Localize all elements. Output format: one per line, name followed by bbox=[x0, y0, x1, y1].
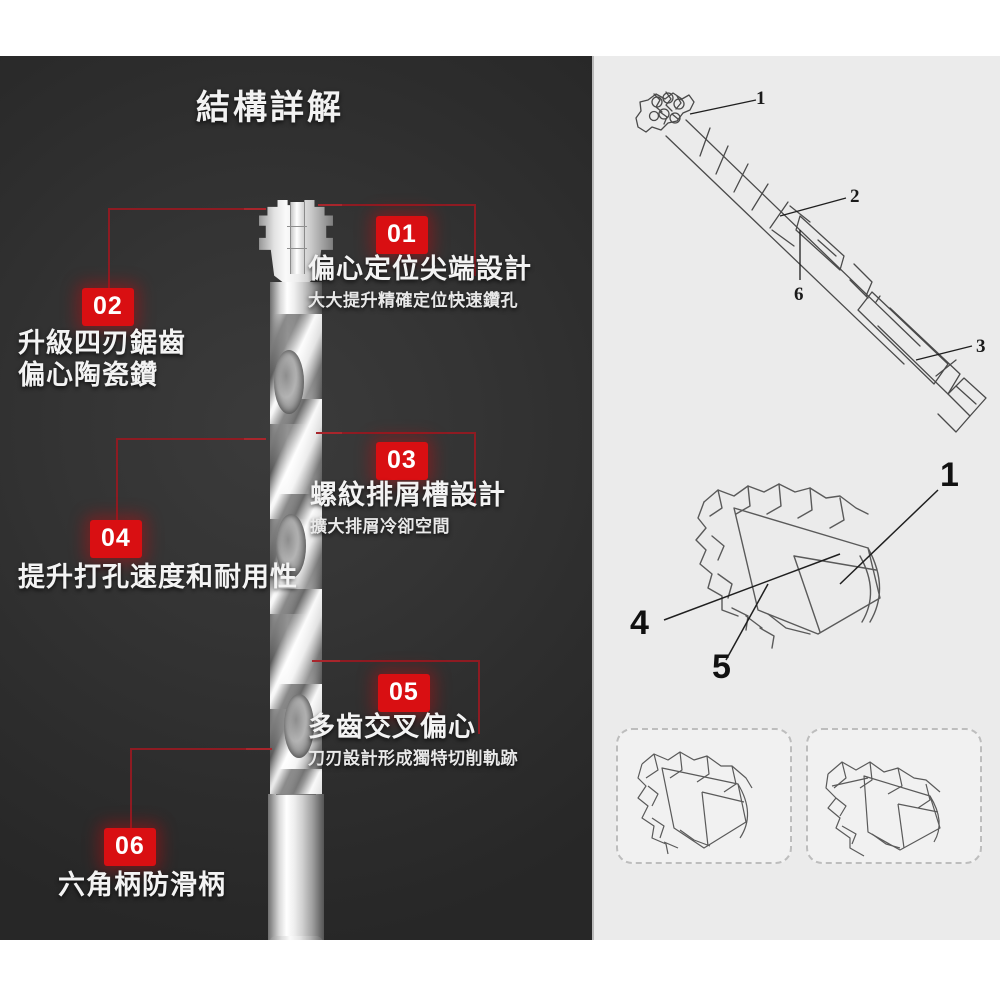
chip-groove-2 bbox=[276, 514, 306, 578]
tip-line-2 bbox=[287, 248, 307, 249]
callout-tick-01 bbox=[318, 204, 342, 206]
hex-shank bbox=[268, 794, 324, 940]
tip-view-left bbox=[637, 751, 753, 855]
callout-tick-05 bbox=[312, 660, 340, 662]
feature-badge-03: 03 bbox=[376, 442, 428, 480]
callout-line-02-h bbox=[108, 208, 258, 210]
tip-center-slot bbox=[290, 202, 305, 274]
feature-title-02-line1: 升級四刃鋸齒 bbox=[18, 328, 186, 358]
callout-line-06-v bbox=[130, 748, 132, 834]
technical-drawing-panel: 1 2 6 3 bbox=[592, 56, 1000, 940]
callout-tick-02 bbox=[244, 208, 266, 210]
drawing-callout-2: 2 bbox=[850, 186, 860, 207]
feature-title-02-line2: 偏心陶瓷鑽 bbox=[18, 359, 158, 390]
callout-line-03-h bbox=[336, 432, 476, 434]
feature-caption-06: 六角柄防滑柄 bbox=[58, 870, 226, 902]
callout-line-06-h bbox=[130, 748, 264, 750]
callout-line-03-v bbox=[474, 432, 476, 504]
drill-bit-photo bbox=[248, 144, 344, 940]
detail-callout-1: 1 bbox=[940, 456, 959, 494]
feature-badge-06: 06 bbox=[104, 828, 156, 866]
callout-line-05-v bbox=[478, 660, 480, 734]
chip-groove-1 bbox=[274, 350, 304, 414]
feature-title-05: 多齒交叉偏心 bbox=[308, 712, 476, 742]
carbide-serrated-tip bbox=[254, 200, 338, 286]
tip-thumbnail-box-left bbox=[616, 728, 792, 864]
feature-caption-01: 偏心定位尖端設計 大大提升精確定位快速鑽孔 bbox=[308, 254, 532, 311]
detail-callout-5: 5 bbox=[712, 648, 731, 686]
feature-subtitle-03: 擴大排屑冷卻空間 bbox=[310, 516, 450, 536]
feature-caption-05: 多齒交叉偏心 刀刃設計形成獨特切削軌跡 bbox=[308, 712, 518, 769]
page-title: 結構詳解 bbox=[196, 89, 344, 127]
drawing-callout-3: 3 bbox=[976, 336, 986, 357]
drill-tip-detail-line-drawing: 4 5 1 bbox=[630, 456, 959, 686]
feature-title-04: 提升打孔速度和耐用性 bbox=[18, 562, 298, 592]
feature-title-06: 六角柄防滑柄 bbox=[58, 870, 226, 900]
tip-thumbnail-box-right bbox=[806, 728, 982, 864]
callout-line-04-h bbox=[116, 438, 256, 440]
callout-tick-06 bbox=[246, 748, 272, 750]
shank-groove-ring bbox=[266, 936, 326, 940]
feature-subtitle-05: 刀刃設計形成獨特切削軌跡 bbox=[308, 748, 518, 768]
tip-line-1 bbox=[287, 226, 307, 227]
feature-subtitle-01: 大大提升精確定位快速鑽孔 bbox=[308, 290, 518, 310]
tip-view-right bbox=[825, 761, 941, 857]
feature-title-03: 螺紋排屑槽設計 bbox=[310, 480, 506, 510]
feature-caption-04: 提升打孔速度和耐用性 bbox=[18, 562, 298, 594]
callout-line-01-v bbox=[474, 204, 476, 276]
callout-line-04-v bbox=[116, 438, 118, 526]
structure-detail-panel: 結構詳解 bbox=[0, 56, 592, 940]
detail-callout-4: 4 bbox=[630, 604, 649, 642]
feature-badge-04: 04 bbox=[90, 520, 142, 558]
callout-line-02-v bbox=[108, 208, 110, 294]
feature-caption-03: 螺紋排屑槽設計 擴大排屑冷卻空間 bbox=[310, 480, 506, 537]
feature-badge-02: 02 bbox=[82, 288, 134, 326]
callout-tick-04 bbox=[244, 438, 266, 440]
drawing-callout-1: 1 bbox=[756, 88, 766, 109]
feature-badge-05: 05 bbox=[378, 674, 430, 712]
callout-line-05-h bbox=[338, 660, 480, 662]
full-drill-bit-line-drawing: 1 2 6 3 bbox=[635, 88, 987, 433]
spiral-flute-shaft bbox=[270, 314, 322, 804]
chip-groove-3 bbox=[284, 694, 314, 758]
feature-badge-01: 01 bbox=[376, 216, 428, 254]
drawing-callout-6: 6 bbox=[794, 284, 804, 305]
callout-tick-03 bbox=[316, 432, 342, 434]
feature-caption-02: 升級四刃鋸齒 偏心陶瓷鑽 bbox=[18, 328, 186, 392]
callout-line-01-h bbox=[336, 204, 476, 206]
feature-title-01: 偏心定位尖端設計 bbox=[308, 254, 532, 284]
